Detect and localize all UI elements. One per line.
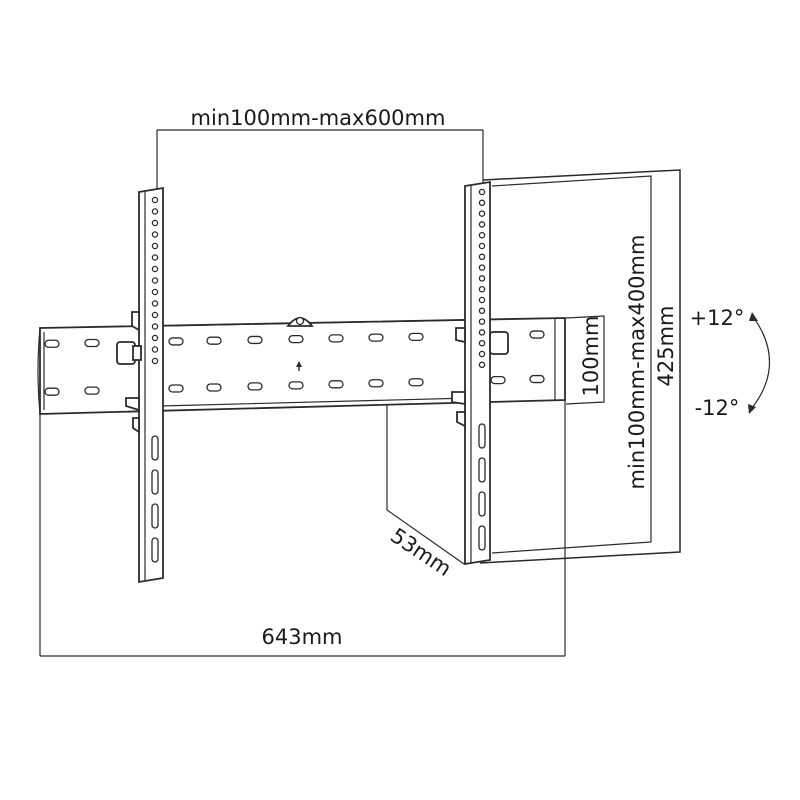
arm-slot	[478, 457, 486, 483]
arm-hole	[151, 277, 159, 284]
rail-slot	[247, 382, 263, 391]
arm-hole	[478, 199, 486, 207]
arm-slot	[151, 435, 159, 461]
rail-slot	[288, 334, 304, 344]
rail-slot	[168, 337, 184, 346]
arm-hole	[151, 346, 159, 353]
rail-slot	[529, 330, 545, 339]
rail-slot	[328, 380, 344, 389]
arm-hole	[478, 221, 486, 228]
tilt-up-label: +12°	[690, 306, 745, 330]
arm-hole	[478, 231, 486, 239]
vesa-width-label: min100mm-max600mm	[191, 106, 446, 130]
rail-slot	[368, 379, 384, 388]
arm-hole	[151, 196, 159, 204]
arm-hole	[151, 242, 159, 250]
arm-hole	[478, 210, 486, 217]
arm-hole	[151, 311, 159, 319]
arm-hole	[151, 357, 159, 365]
rail-slot	[84, 338, 100, 348]
arm-hole	[151, 219, 159, 227]
arm-slot	[478, 491, 486, 517]
arm-slot	[478, 423, 486, 449]
vesa-width-dimension: min100mm-max600mm	[156, 106, 484, 190]
arm-slot	[151, 503, 159, 529]
arm-hole	[478, 264, 486, 271]
arm-hole	[478, 350, 486, 358]
rail-slot	[408, 378, 424, 387]
arm-hole	[151, 208, 159, 215]
screen-outline	[479, 169, 681, 564]
rail-slot	[247, 335, 263, 345]
arm-hole	[478, 285, 486, 293]
arm-hole	[151, 334, 159, 342]
arm-hole	[478, 339, 486, 347]
rail-slot	[490, 375, 506, 385]
arm-hole	[151, 288, 159, 296]
arm-hole	[478, 275, 486, 282]
total-width-dimension: 643mm	[39, 400, 566, 657]
rail-slot	[328, 334, 344, 343]
depth-dimension: 53mm	[386, 404, 465, 581]
arm-hole	[151, 254, 159, 261]
total-width-label: 643mm	[262, 625, 343, 649]
arm-slot	[151, 469, 159, 495]
rail-slot	[206, 336, 222, 345]
arm-hole	[151, 265, 159, 273]
rail-slot	[408, 332, 424, 342]
arm-hole	[151, 323, 159, 330]
arm-hole	[478, 329, 486, 336]
rail-slot	[84, 386, 100, 395]
arm-hole	[478, 242, 486, 250]
arm-hole	[151, 231, 159, 238]
right-arm-holes	[478, 188, 486, 551]
arm-hole	[478, 296, 486, 304]
arm-slot	[151, 537, 159, 563]
arm-height-label: 425mm	[654, 306, 678, 387]
arm-slot	[478, 525, 486, 551]
depth-label: 53mm	[386, 523, 455, 581]
arm-hole	[151, 300, 159, 307]
arm-hole	[478, 318, 486, 325]
rail-slot	[529, 374, 545, 384]
rail-slot	[368, 333, 384, 342]
arm-hole	[478, 188, 486, 196]
rail-slot	[44, 387, 60, 396]
tilt-arc-arrow-icon	[751, 317, 771, 409]
left-arm-holes	[151, 196, 159, 563]
arm-hole	[478, 361, 486, 369]
rail-slot	[44, 339, 60, 348]
vesa-height-label: min100mm-max400mm	[625, 235, 649, 490]
tilt-down-label: -12°	[695, 396, 740, 420]
rail-height-label: 100mm	[579, 316, 603, 397]
arm-hole	[478, 253, 486, 261]
rail-slot	[168, 384, 184, 393]
arm-hole	[478, 307, 486, 315]
rail-slot	[206, 383, 222, 392]
tilt-indicator: +12° -12°	[690, 306, 771, 420]
rail-slot	[288, 381, 304, 390]
rail-height-dimension: 100mm	[565, 315, 605, 405]
